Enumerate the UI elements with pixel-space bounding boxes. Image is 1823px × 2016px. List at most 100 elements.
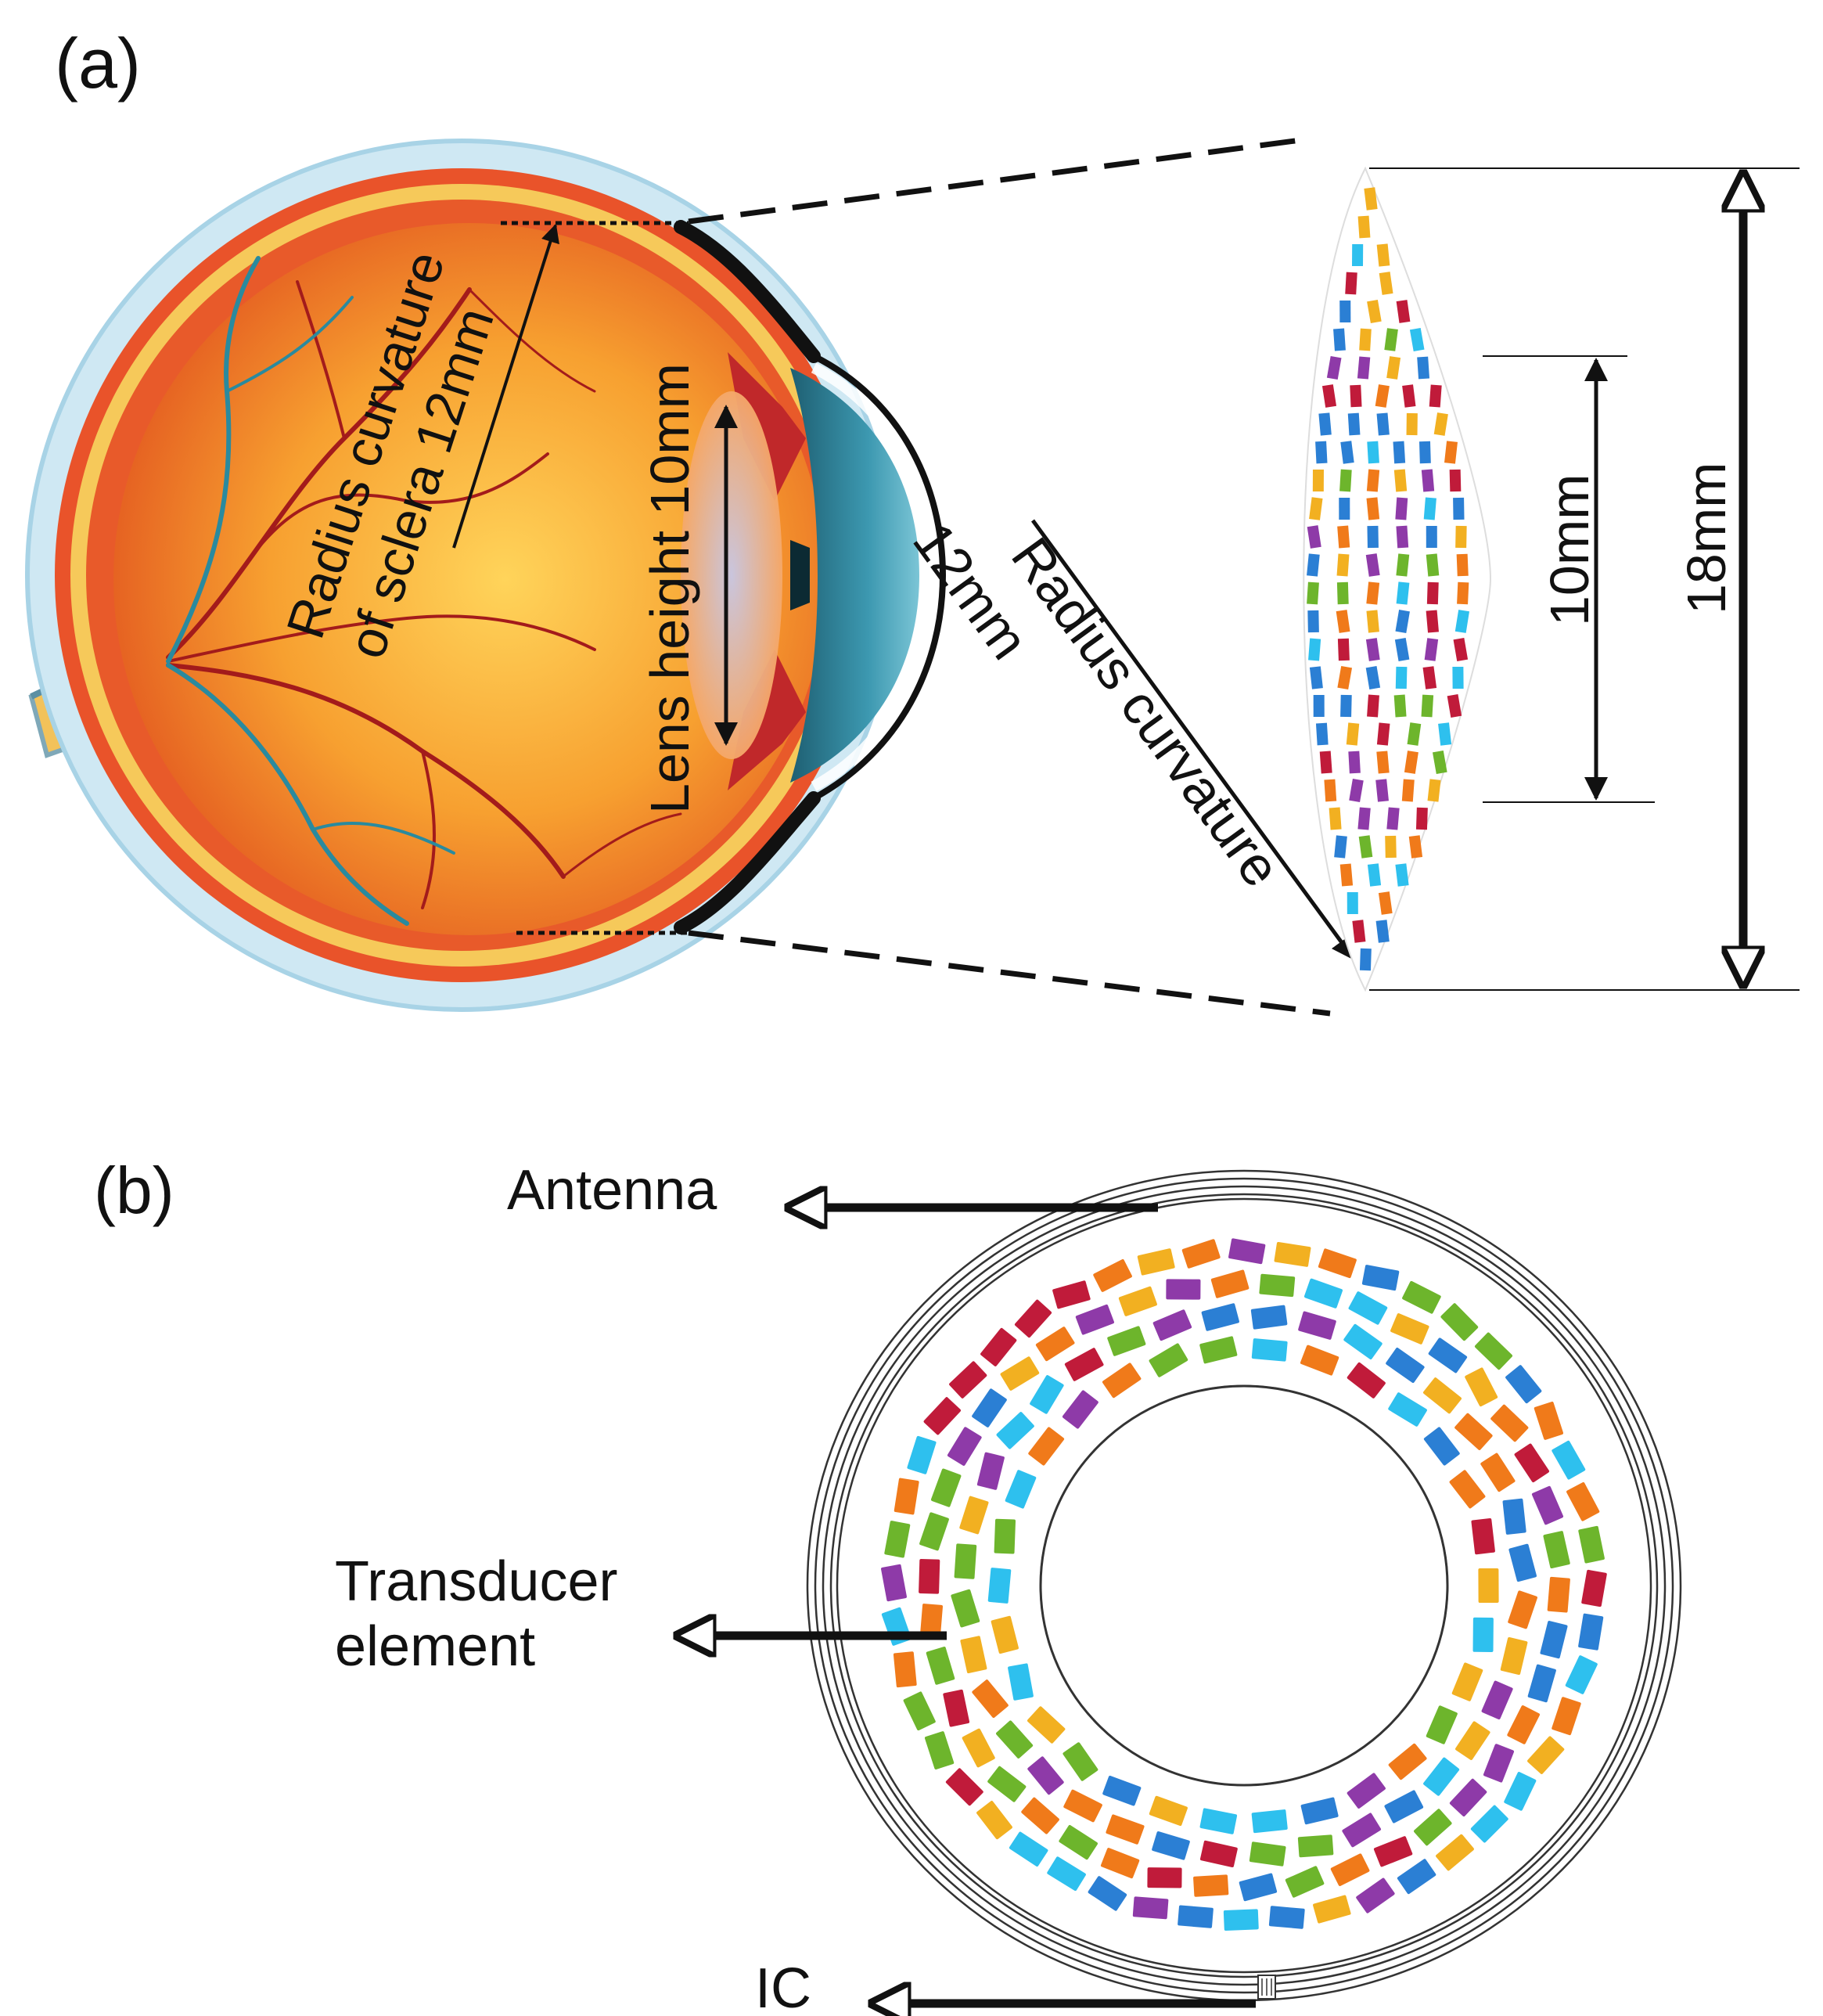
- transducer-element: [1454, 1413, 1493, 1450]
- transducer-element: [1396, 525, 1409, 549]
- transducer-element: [1365, 666, 1381, 689]
- transducer-element: [930, 1468, 962, 1507]
- transducer-element: [1396, 300, 1411, 323]
- transducer-element: [943, 1689, 970, 1727]
- transducer-element: [1318, 412, 1332, 436]
- curved-device-sideview: [1303, 166, 1492, 992]
- transducer-element: [1454, 610, 1470, 633]
- transducer-element: [1315, 441, 1328, 464]
- transducer-element: [1386, 356, 1401, 380]
- transducer-element: [1393, 441, 1406, 464]
- transducer-element: [1005, 1470, 1037, 1509]
- transducer-element: [1394, 638, 1410, 661]
- projection-line-bottom: [688, 930, 1331, 1017]
- transducer-element: [1315, 722, 1329, 746]
- transducer-element: [1147, 1867, 1182, 1888]
- transducer-element: [1343, 1323, 1383, 1359]
- transducer-element: [1367, 300, 1382, 323]
- transducer-element: [1324, 779, 1337, 802]
- transducer-element: [1333, 328, 1346, 351]
- transducer-element: [1393, 694, 1407, 718]
- device-curvature-label: Radius curvature 12mm: [901, 470, 1301, 951]
- transducer-element: [1478, 1568, 1499, 1604]
- transducer-element: [1259, 1273, 1296, 1298]
- transducer-element: [1297, 1834, 1334, 1858]
- transducer-element: [1449, 1470, 1486, 1509]
- transducer-element: [1027, 1756, 1064, 1795]
- transducer-element: [1455, 1721, 1490, 1760]
- transducer-element: [1444, 441, 1458, 464]
- transducer-element: [1428, 1337, 1468, 1373]
- transducer-element: [1543, 1531, 1570, 1569]
- transducer-element: [1309, 497, 1323, 520]
- transducer-element: [1047, 1856, 1086, 1892]
- transducer-element: [1178, 1905, 1214, 1928]
- transducer-element: [907, 1435, 937, 1474]
- transducer-element: [1480, 1453, 1516, 1492]
- ciliary-body-top: [728, 352, 806, 501]
- transducer-element: [1376, 722, 1390, 746]
- transducer-element: [1035, 1327, 1075, 1362]
- transducer-element: [1357, 356, 1371, 380]
- transducer-element: [1107, 1326, 1146, 1356]
- device-arc-top: [674, 220, 821, 363]
- panel-b: (b) Antenna Transducer element IC: [94, 1154, 1682, 2016]
- transducer-element: [1457, 581, 1469, 605]
- transducer-element: [1285, 1866, 1325, 1898]
- transducer-element: [980, 1327, 1017, 1366]
- transducer-element: [1508, 1543, 1537, 1582]
- transducer-element: [1414, 1809, 1452, 1846]
- panel-a: (a): [25, 25, 1800, 1017]
- transducer-element: [1396, 553, 1410, 577]
- transducer-element: [1534, 1401, 1564, 1440]
- transducer-element: [1581, 1569, 1607, 1607]
- transducer-element: [1500, 1637, 1528, 1675]
- transducer-element: [1505, 1365, 1542, 1404]
- transducer-element: [1359, 328, 1372, 351]
- transducer-element: [1426, 525, 1437, 549]
- transducer-element: [996, 1720, 1034, 1759]
- device-arc-bottom: [674, 791, 821, 934]
- transducer-element: [1386, 807, 1400, 830]
- transducer-element: [1336, 581, 1349, 605]
- transducer-element: [1386, 1348, 1425, 1383]
- transducer-element: [1514, 1443, 1550, 1483]
- transducer-element: [1527, 1736, 1565, 1774]
- transducer-element: [1547, 1576, 1570, 1613]
- transducer-element: [1339, 300, 1351, 323]
- transducer-element: [1376, 243, 1390, 267]
- transducer-element: [1540, 1621, 1568, 1659]
- transducer-element: [1402, 1280, 1441, 1314]
- transducer-element: [923, 1397, 961, 1435]
- anterior-chamber: [790, 368, 919, 783]
- transducer-element: [1064, 1348, 1104, 1381]
- lens-height-annotation: Lens height 10mm: [639, 363, 738, 814]
- transducer-element: [1347, 891, 1358, 915]
- transducer-element: [1152, 1831, 1190, 1860]
- lens-height-label: Lens height 10mm: [639, 363, 700, 814]
- transducer-element: [1347, 412, 1361, 436]
- transducer-element: [1251, 1338, 1288, 1362]
- transducer-element: [1470, 1805, 1508, 1843]
- transducer-element: [1347, 1362, 1386, 1399]
- dimension-lines: 10mm 18mm: [1369, 167, 1800, 991]
- transducer-element: [1340, 694, 1352, 718]
- transducer-element: [951, 1589, 980, 1628]
- transducer-element: [1390, 1313, 1429, 1345]
- transducer-element: [1251, 1809, 1288, 1834]
- transducer-element: [1481, 1680, 1513, 1720]
- transducer-element: [1300, 1345, 1339, 1376]
- transducer-element: [924, 1731, 955, 1770]
- transducer-element: [1337, 525, 1350, 549]
- transducer-element: [1453, 497, 1465, 520]
- transducer-element: [945, 1768, 983, 1806]
- transducer-element: [1527, 1664, 1556, 1703]
- transducer-element: [1021, 1797, 1059, 1834]
- transducer-element: [1181, 1239, 1221, 1269]
- transducer-element: [1552, 1440, 1586, 1480]
- transducer-element: [1393, 469, 1408, 492]
- transducer-element: [1132, 1896, 1169, 1920]
- transducer-element: [1199, 1840, 1238, 1867]
- transducer-element: [1337, 638, 1350, 661]
